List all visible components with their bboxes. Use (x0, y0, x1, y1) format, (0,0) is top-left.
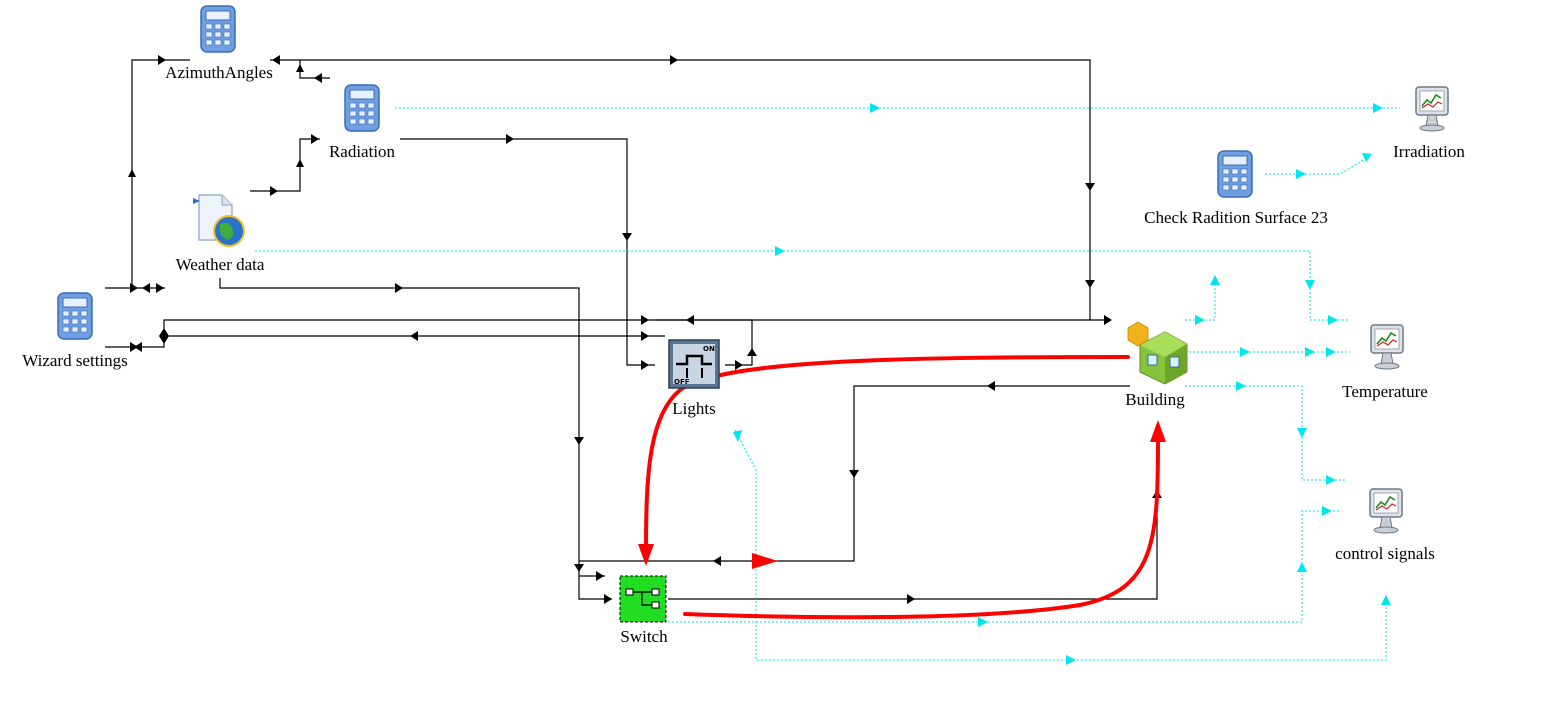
irradiation-label: Irradiation (1393, 142, 1465, 161)
control-signals-label: control signals (1335, 544, 1435, 563)
temperature-monitor-icon[interactable] (1370, 324, 1404, 370)
check-radiation-label: Check Radition Surface 23 (1144, 208, 1328, 227)
svg-text:OFF: OFF (674, 378, 690, 386)
switch-label: Switch (620, 627, 668, 646)
temperature-label: Temperature (1342, 382, 1428, 401)
control-signals-monitor-icon[interactable] (1369, 488, 1403, 534)
building-block-icon[interactable] (1127, 321, 1188, 385)
weather-data-label: Weather data (175, 255, 265, 274)
highlight-path-switch-to-building (683, 438, 1160, 620)
wizard-settings-label: Wizard settings (22, 351, 128, 370)
azimuth-label: AzimuthAngles (165, 63, 273, 82)
azimuth-calculator-icon[interactable] (200, 5, 236, 53)
irradiation-monitor-icon[interactable] (1415, 86, 1449, 132)
switch-block-icon[interactable] (619, 575, 667, 623)
lights-label: Lights (672, 399, 716, 418)
building-label: Building (1125, 390, 1185, 409)
weather-file-icon[interactable] (193, 194, 245, 247)
wizard-calculator-icon[interactable] (57, 292, 93, 340)
radiation-label: Radiation (328, 142, 396, 161)
svg-text:ON: ON (703, 345, 715, 353)
radiation-calculator-icon[interactable] (344, 84, 380, 132)
check-radiation-calculator-icon[interactable] (1217, 150, 1253, 198)
lights-on-off-switch-icon[interactable]: ON OFF (668, 339, 720, 389)
